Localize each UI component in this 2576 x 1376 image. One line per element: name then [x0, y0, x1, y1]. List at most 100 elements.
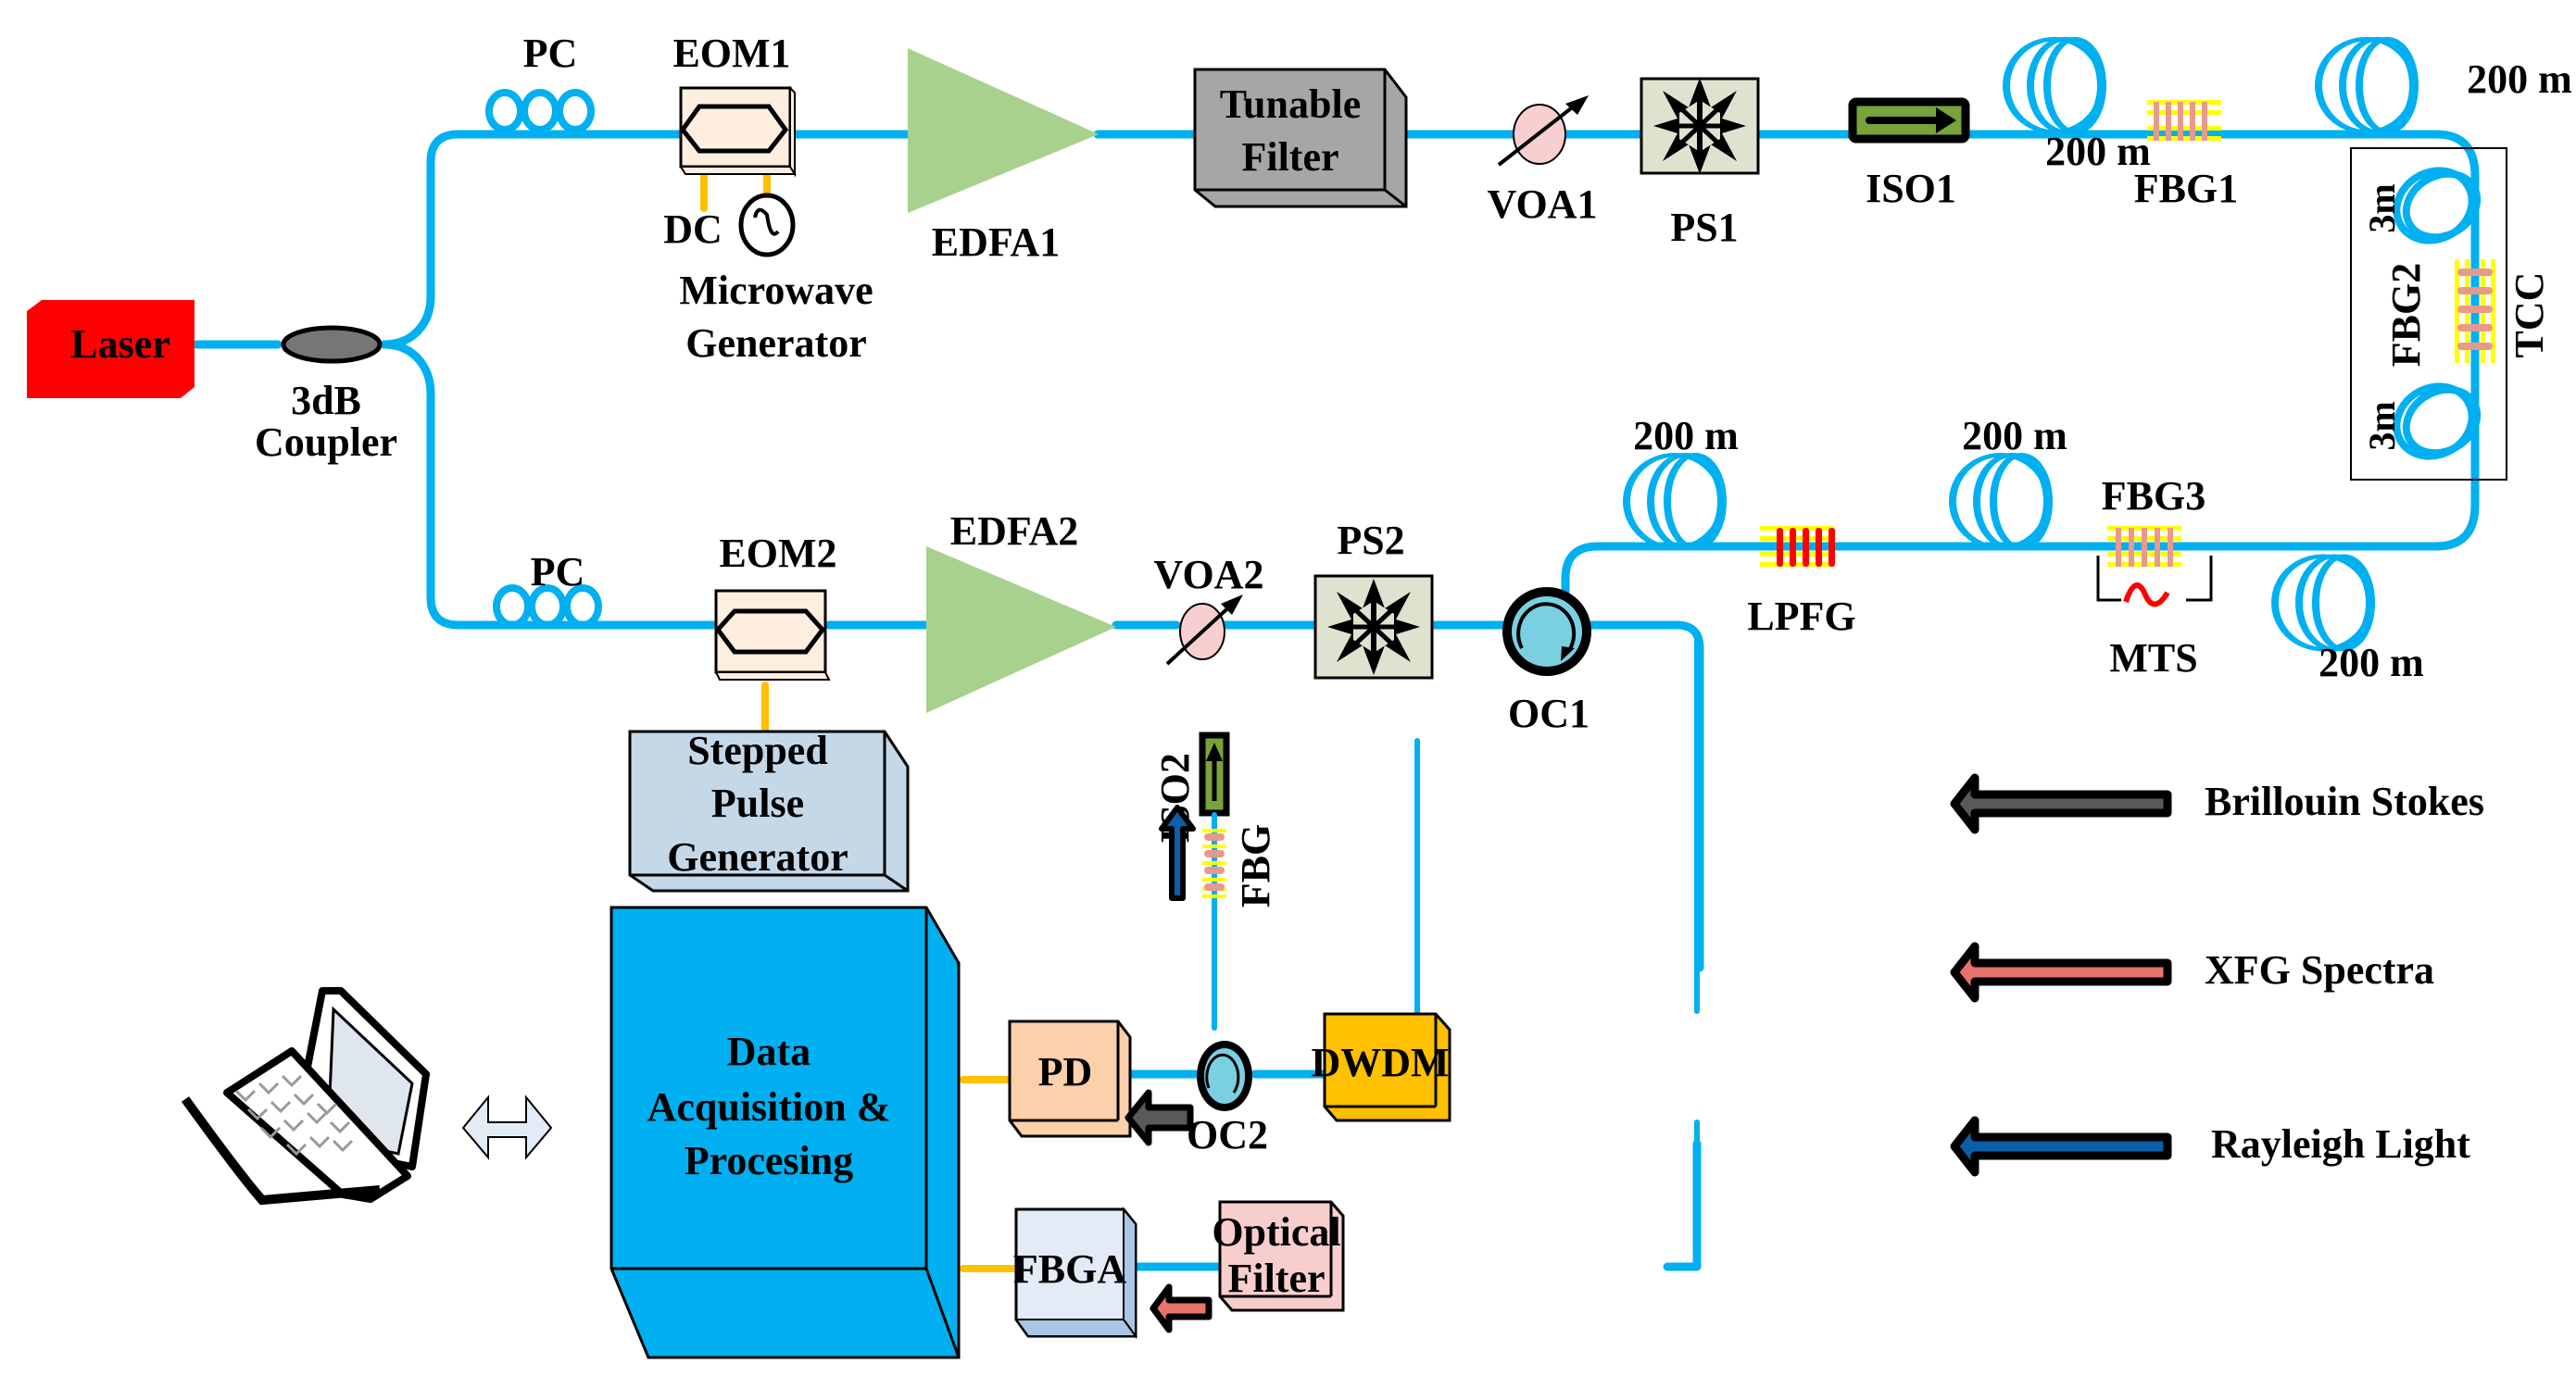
tcc-coil-upper	[2393, 167, 2482, 244]
microwave-generator[interactable]: DC Microwave Generator	[663, 193, 873, 366]
legend-item-brillouin: Brillouin Stokes	[1950, 773, 2484, 834]
tunable-filter[interactable]: Tunable Filter	[1193, 68, 1408, 208]
laser[interactable]: Laser	[27, 300, 195, 398]
fiber-coil-mid-2[interactable]: 200 m	[1953, 413, 2067, 548]
fbg-reference[interactable]: FBG	[1202, 824, 1278, 907]
coupler-label-2: Coupler	[255, 419, 397, 465]
ps1-label: PS1	[1670, 205, 1738, 250]
oc1-label: OC1	[1508, 691, 1590, 736]
laser-label: Laser	[70, 321, 170, 367]
eom2-label: EOM2	[719, 531, 836, 576]
data-acquisition-processing[interactable]: Data Acquisition & Procesing	[609, 906, 961, 1359]
eom2[interactable]: EOM2	[714, 531, 837, 681]
rayleigh-direction-arrow-icon	[1159, 805, 1196, 901]
mts-wave-icon	[2123, 582, 2170, 607]
mts-label: MTS	[2109, 635, 2197, 681]
legend-arrow-rayleigh-icon	[1950, 1116, 2172, 1177]
fiber-coil-bottom-right[interactable]: 200 m	[2275, 557, 2424, 685]
daq-label-1: Data	[727, 1029, 810, 1074]
fbg2-label: FBG2	[2383, 263, 2429, 367]
legend-item-rayleigh: Rayleigh Light	[1950, 1116, 2470, 1177]
arrow-right-icon	[1936, 107, 1956, 133]
tunable-filter-label-2: Filter	[1241, 134, 1338, 180]
legend-arrow-xfg-icon	[1950, 942, 2172, 1003]
coil-mid1-length: 200 m	[1633, 413, 1739, 458]
fbg1[interactable]: FBG1	[2134, 100, 2238, 211]
fiber-coil-top-2[interactable]: 200 m	[2318, 39, 2572, 131]
legend: Brillouin Stokes XFG Spectra Rayleigh Li…	[1950, 773, 2484, 1177]
pulse-gen-label-2: Pulse	[711, 781, 804, 826]
ps2-label: PS2	[1337, 518, 1404, 563]
photodetector[interactable]: PD	[1008, 1019, 1132, 1138]
microwave-label-2: Generator	[685, 320, 866, 366]
oc2-label: OC2	[1187, 1112, 1268, 1157]
coil-bottom-right-length: 200 m	[2318, 640, 2424, 685]
optical-filter-label-1: Optical	[1212, 1209, 1340, 1255]
iso1-label: ISO1	[1866, 166, 1956, 211]
coupler-label-1: 3dB	[291, 378, 361, 423]
tcc-coil-upper-length: 3m	[2361, 183, 2403, 232]
3db-coupler[interactable]: 3dB Coupler	[255, 325, 397, 465]
fbg3-label: FBG3	[2102, 473, 2205, 519]
pulse-gen-label-1: Stepped	[687, 728, 828, 773]
optical-filter[interactable]: Optical Filter	[1212, 1200, 1345, 1312]
daq-label-2: Acquisition &	[647, 1084, 891, 1130]
fbga-label: FBGA	[1013, 1246, 1126, 1292]
tunable-filter-label-1: Tunable	[1220, 81, 1361, 127]
microwave-label-1: Microwave	[679, 268, 873, 313]
arrow-up-icon	[1206, 743, 1223, 761]
bidirectional-arrow-icon	[461, 1095, 553, 1160]
voa1-label: VOA1	[1488, 181, 1598, 227]
dc-label: DC	[663, 206, 723, 252]
tcc-chamber[interactable]: FBG2 TCC 3m 3m	[2350, 147, 2552, 481]
polarization-controller-bottom[interactable]: PC	[496, 549, 598, 625]
iso1[interactable]: ISO1	[1848, 97, 1970, 211]
tcc-label: TCC	[2507, 272, 2552, 358]
polarization-controller-top[interactable]: PC	[489, 31, 591, 130]
mts-strain-stage[interactable]: MTS	[2096, 556, 2213, 681]
legend-item-xfg: XFG Spectra	[1950, 942, 2434, 1003]
tcc-coil-lower	[2393, 382, 2482, 460]
voa2-label: VOA2	[1154, 552, 1264, 597]
fbg3[interactable]: FBG3	[2102, 473, 2205, 567]
edfa2-label: EDFA2	[950, 508, 1079, 554]
pulse-gen-label-3: Generator	[667, 834, 848, 880]
voa1[interactable]: VOA1	[1488, 95, 1598, 227]
stepped-pulse-generator[interactable]: Stepped Pulse Generator	[628, 728, 910, 893]
edfa1[interactable]: EDFA1	[908, 48, 1099, 265]
tcc-coil-lower-length: 3m	[2361, 401, 2403, 450]
fbg1-label: FBG1	[2134, 166, 2238, 211]
fiber-coil-top-1[interactable]: 200 m	[2006, 39, 2151, 174]
coil-top2-length: 200 m	[2467, 56, 2572, 102]
legend-label-brillouin: Brillouin Stokes	[2205, 779, 2484, 824]
daq-label-3: Procesing	[685, 1138, 854, 1183]
edfa1-label: EDFA1	[932, 219, 1061, 265]
lpfg[interactable]: LPFG	[1747, 526, 1856, 639]
dwdm-label: DWDM	[1311, 1040, 1449, 1085]
iso2[interactable]: ISO2	[1152, 732, 1230, 844]
eom1[interactable]: EOM1	[672, 31, 797, 178]
voa2[interactable]: VOA2	[1154, 552, 1264, 666]
legend-arrow-brillouin-icon	[1950, 773, 2172, 834]
laptop-icon[interactable]	[181, 987, 430, 1206]
ps2[interactable]: PS2	[1313, 518, 1434, 680]
pc-top-label: PC	[523, 31, 578, 76]
pd-label: PD	[1038, 1049, 1093, 1095]
oc2[interactable]: OC2	[1187, 1041, 1268, 1157]
coil-top1-length: 200 m	[2045, 129, 2151, 174]
edfa2[interactable]: EDFA2	[926, 508, 1116, 713]
fbg-analyzer[interactable]: FBGA	[1013, 1207, 1137, 1340]
fbg-label: FBG	[1233, 824, 1278, 907]
pc-bottom-label: PC	[531, 549, 585, 594]
legend-label-xfg: XFG Spectra	[2205, 947, 2434, 993]
dwdm[interactable]: DWDM	[1311, 1012, 1451, 1122]
legend-label-rayleigh: Rayleigh Light	[2211, 1121, 2470, 1167]
eom1-label: EOM1	[672, 31, 790, 76]
lpfg-label: LPFG	[1747, 594, 1855, 639]
ps1[interactable]: PS1	[1640, 78, 1760, 250]
oc1[interactable]: OC1	[1502, 587, 1591, 736]
fbg2[interactable]	[2455, 259, 2495, 363]
brillouin-direction-arrow-icon	[1125, 1089, 1194, 1146]
fiber-coil-mid-1[interactable]: 200 m	[1627, 413, 1739, 548]
